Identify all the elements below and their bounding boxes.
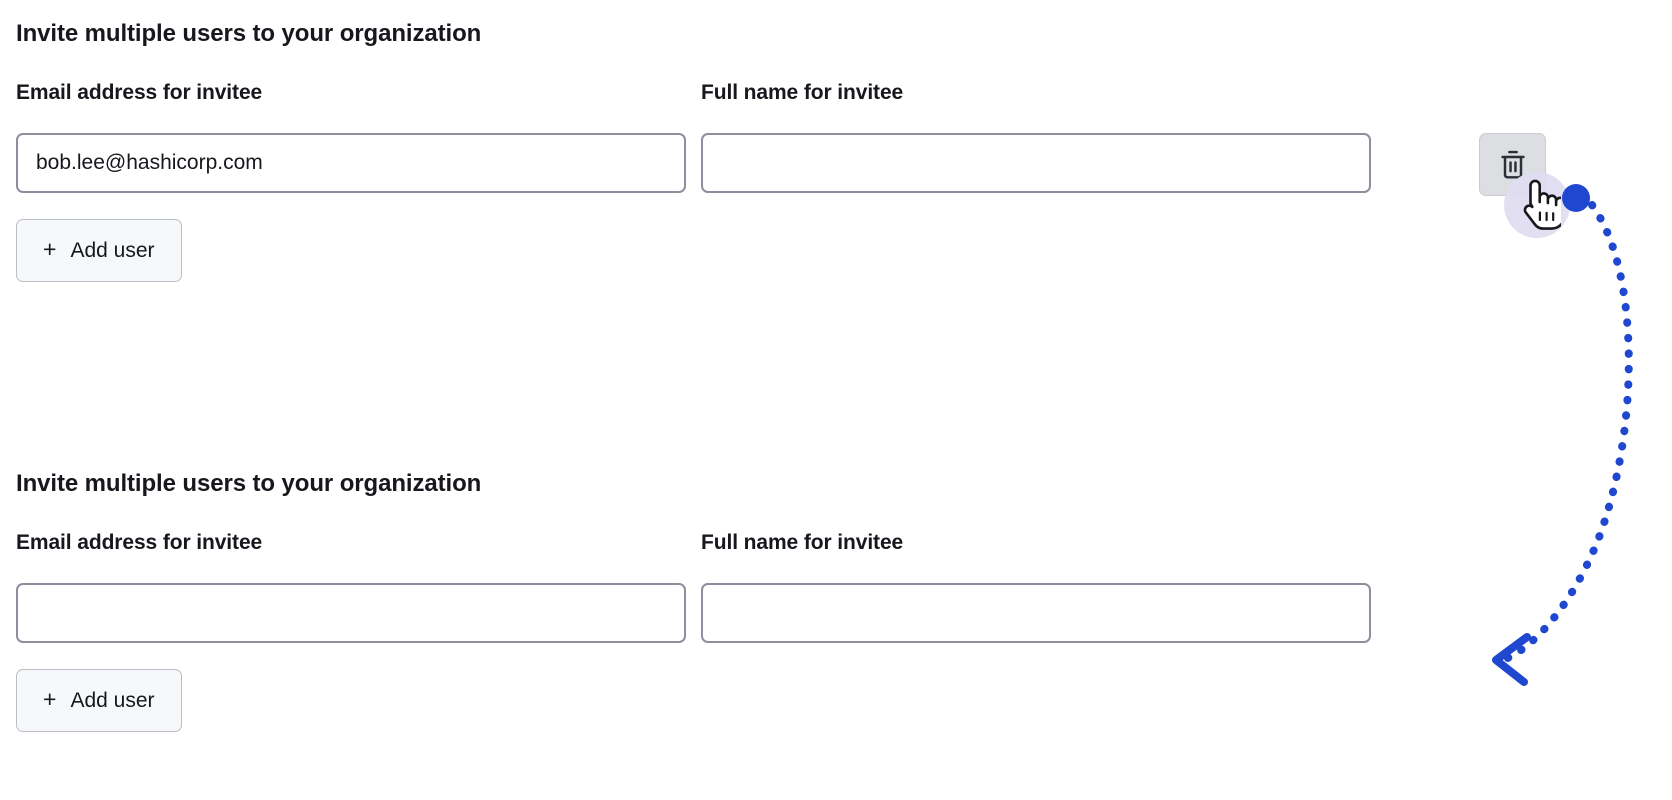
plus-icon-2: + xyxy=(43,686,57,712)
fullname-input[interactable] xyxy=(701,133,1371,193)
add-user-label-2: Add user xyxy=(70,688,155,712)
annotation-start-dot xyxy=(1562,184,1590,212)
email-field-label-2: Email address for invitee xyxy=(16,531,263,554)
fullname-input-2[interactable] xyxy=(701,583,1371,643)
page-title: Invite multiple users to your organizati… xyxy=(16,20,482,47)
trash-icon xyxy=(1498,149,1528,181)
delete-row-button[interactable] xyxy=(1479,133,1546,196)
plus-icon: + xyxy=(43,236,57,262)
fullname-field-label-2: Full name for invitee xyxy=(701,531,904,554)
add-user-button-2[interactable]: + Add user xyxy=(16,669,182,732)
annotation-arrowhead xyxy=(1492,633,1531,686)
add-user-button[interactable]: + Add user xyxy=(16,219,182,282)
page-title-2: Invite multiple users to your organizati… xyxy=(16,470,482,497)
annotation-dotted-path xyxy=(1499,201,1633,664)
email-input-2[interactable] xyxy=(16,583,686,643)
email-input[interactable] xyxy=(16,133,686,193)
add-user-label: Add user xyxy=(70,238,155,262)
fullname-field-label: Full name for invitee xyxy=(701,81,904,104)
email-field-label: Email address for invitee xyxy=(16,81,263,104)
